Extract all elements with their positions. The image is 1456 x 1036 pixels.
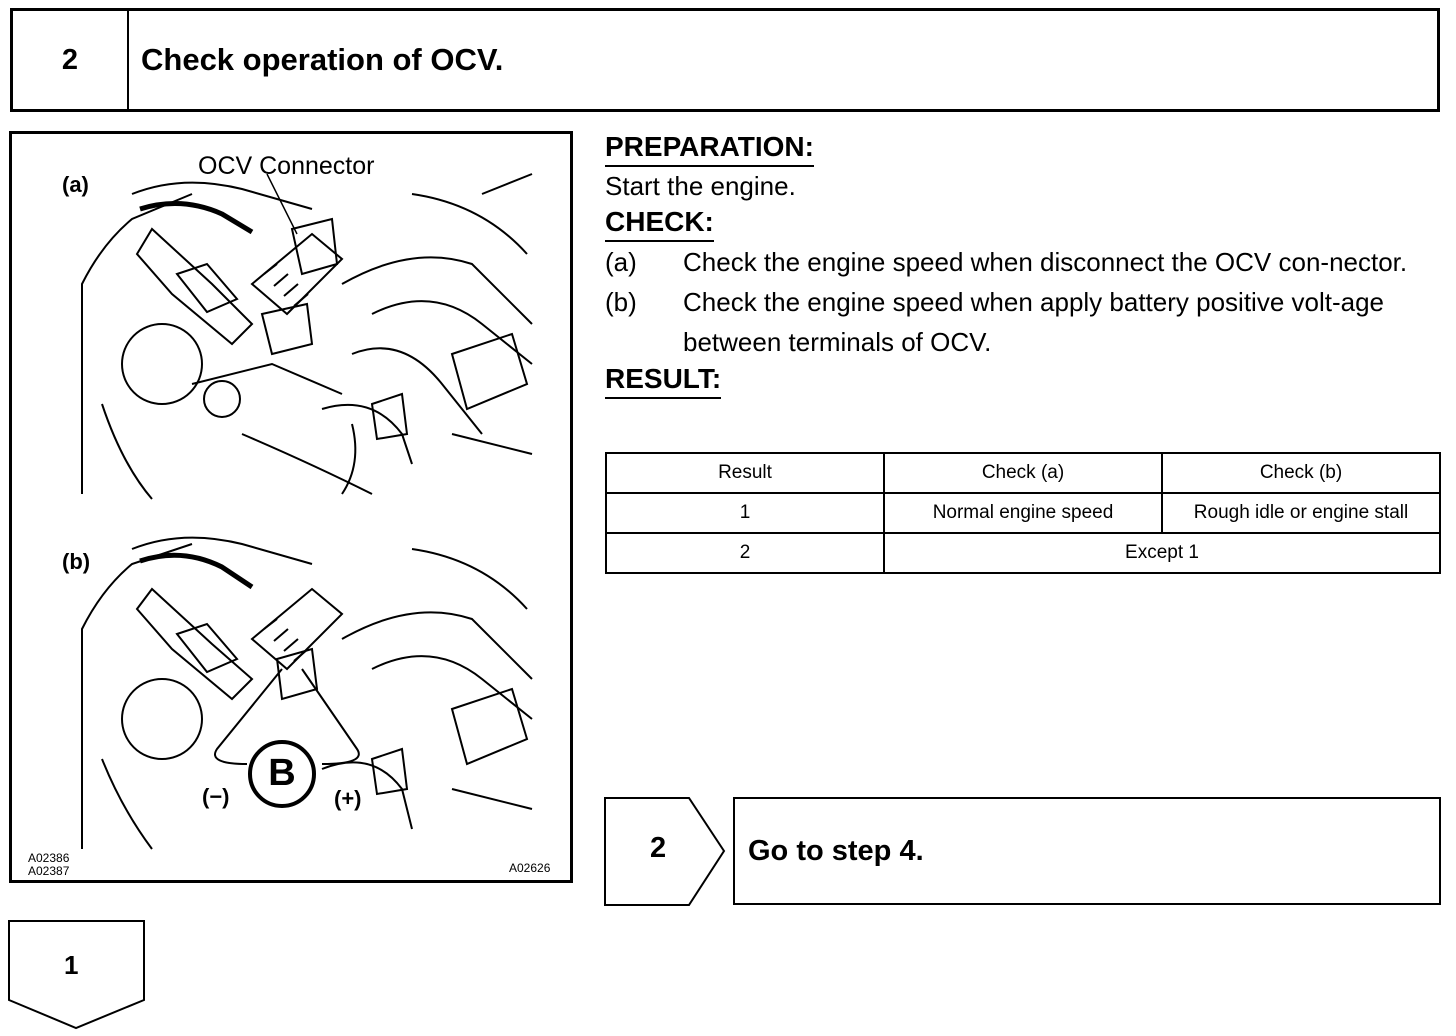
preparation-heading: PREPARATION: <box>605 130 814 167</box>
figure-code-left-2: A02387 <box>28 864 70 878</box>
table-cell: Normal engine speed <box>883 492 1163 534</box>
column-header: Check (b) <box>1161 452 1441 494</box>
goto-step-box: Go to step 4. <box>733 797 1441 905</box>
table-row: 1 Normal engine speed Rough idle or engi… <box>605 492 1441 534</box>
plus-terminal-label: (+) <box>334 786 362 811</box>
step-title: Check operation of OCV. <box>141 42 504 77</box>
column-header: Result <box>605 452 885 494</box>
preparation-text: Start the engine. <box>605 171 796 201</box>
instruction-text: PREPARATION: Start the engine. CHECK: (a… <box>605 130 1441 399</box>
panel-a-drawing <box>81 173 533 500</box>
minus-terminal-label: (−) <box>202 784 230 809</box>
ocv-connector-label: OCV Connector <box>198 152 375 180</box>
check-item-text: Check the engine speed when disconnect t… <box>683 247 1408 277</box>
battery-circle <box>248 740 316 808</box>
result-heading: RESULT: <box>605 362 722 399</box>
check-heading: CHECK: <box>605 205 714 242</box>
check-item-text: Check the engine speed when apply batter… <box>683 287 1384 357</box>
check-item-a: (a) Check the engine speed when disconne… <box>605 242 1441 282</box>
panel-a-label: (a) <box>62 172 89 197</box>
table-header-row: Result Check (a) Check (b) <box>605 452 1441 494</box>
battery-symbol: B <box>268 752 296 794</box>
engine-drawing <box>81 173 533 850</box>
table-row: 2 Except 1 <box>605 532 1441 574</box>
figure-code-right: A02626 <box>509 861 551 875</box>
goto-arrow-shape <box>604 797 726 906</box>
engine-illustration: (a) OCV Connector (b) B (−) (+) A02386 A… <box>9 131 573 883</box>
figure-code-left-1: A02386 <box>28 851 70 865</box>
table-cell: 2 <box>605 532 885 574</box>
check-item-label: (a) <box>605 247 637 277</box>
table-cell: Except 1 <box>883 532 1441 574</box>
goto-result-number: 2 <box>650 832 667 864</box>
table-cell: 1 <box>605 492 885 534</box>
panel-b-drawing <box>81 536 533 850</box>
table-cell: Rough idle or engine stall <box>1161 492 1441 534</box>
column-header: Check (a) <box>883 452 1163 494</box>
check-item-b: (b) Check the engine speed when apply ba… <box>605 282 1441 362</box>
panel-b-label: (b) <box>62 549 91 574</box>
step-number: 2 <box>13 11 129 109</box>
bottom-result-number: 1 <box>64 950 79 980</box>
result-table: Result Check (a) Check (b) 1 Normal engi… <box>605 452 1441 574</box>
check-item-label: (b) <box>605 287 637 317</box>
step-header: 2 Check operation of OCV. <box>10 8 1440 112</box>
bottom-result-tab <box>8 920 145 1030</box>
